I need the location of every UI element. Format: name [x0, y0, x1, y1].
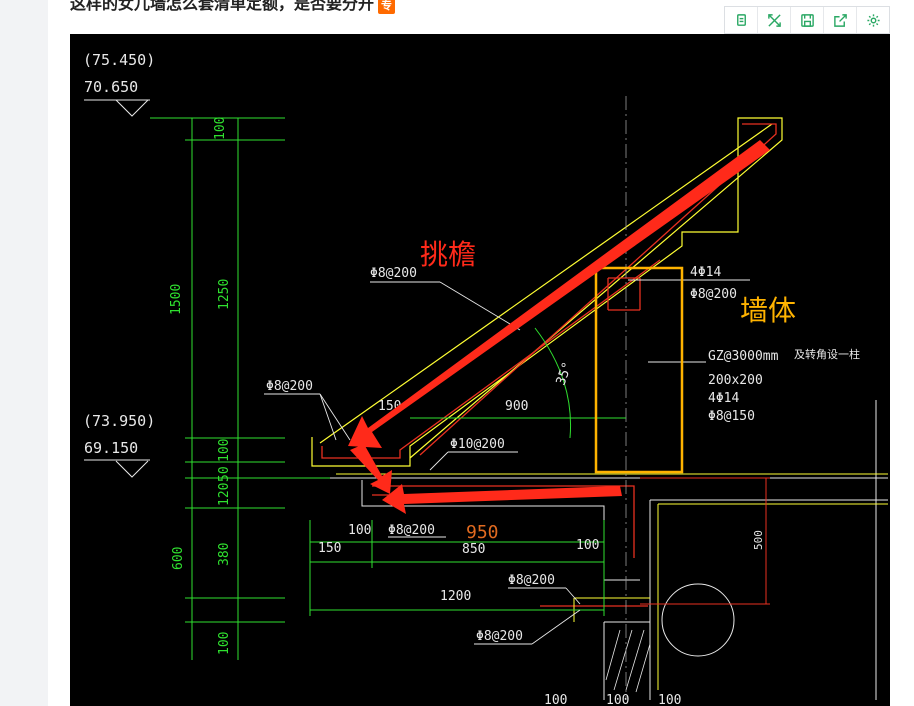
dim-bottom-1: 100 — [544, 693, 567, 706]
column-label-b: GZ@3000mm — [708, 349, 779, 364]
dim-100b: 100 — [576, 538, 599, 553]
share-icon — [833, 13, 847, 27]
dim-left-100b: 100 — [217, 439, 232, 462]
rebar-label-7: Φ8@200 — [690, 287, 737, 302]
column-label-d: 200x200 — [708, 373, 763, 388]
dim-left-100a: 100 — [213, 117, 228, 140]
copy-icon — [736, 13, 746, 26]
dim-500: 500 — [752, 530, 765, 550]
share-button[interactable] — [824, 7, 857, 33]
cad-drawing-svg: (75.450) 70.650 (73.950) 69.150 100 1500… — [83, 51, 888, 706]
annotation-wall: 墙体 — [740, 294, 796, 327]
dim-left-1500: 1500 — [169, 284, 184, 315]
column-label-f: Φ8@150 — [708, 409, 755, 424]
rebar-label-4: Φ8@200 — [388, 523, 435, 538]
dim-left-600: 600 — [171, 547, 186, 570]
dim-bottom-2: 100 — [606, 693, 629, 706]
elevation-mid: 69.150 — [84, 439, 138, 457]
wall-highlight-box — [594, 266, 684, 474]
save-icon — [800, 13, 814, 27]
fullscreen-icon — [767, 13, 781, 27]
dim-left-1250: 1250 — [217, 279, 232, 310]
settings-button[interactable] — [857, 7, 889, 33]
expert-badge: 专 — [378, 0, 396, 14]
dim-900: 900 — [505, 399, 528, 414]
dim-left-100c: 100 — [217, 632, 232, 655]
post-title-text: 这样的女儿墙怎么套清单定额，是否要分开 — [70, 0, 375, 13]
elevation-top-paren: (75.450) — [83, 51, 155, 69]
annotation-arrows — [348, 140, 770, 514]
post-title: 这样的女儿墙怎么套清单定额，是否要分开专 — [70, 0, 396, 14]
rebar-label-1: Φ8@200 — [370, 266, 417, 281]
dim-left-380: 380 — [217, 543, 232, 566]
cad-drawing-image[interactable]: (75.450) 70.650 (73.950) 69.150 100 1500… — [70, 34, 890, 706]
dim-1200: 1200 — [440, 589, 471, 604]
dim-850: 850 — [462, 542, 485, 557]
annotation-950: 950 — [466, 522, 499, 543]
elevation-mid-paren: (73.950) — [83, 412, 155, 430]
dim-100: 100 — [348, 523, 371, 538]
copy-button[interactable] — [725, 7, 758, 33]
dim-left-120: 120 — [217, 483, 232, 506]
dim-150: 150 — [318, 541, 341, 556]
dim-bottom-3: 100 — [658, 693, 681, 706]
fullscreen-button[interactable] — [758, 7, 791, 33]
save-button[interactable] — [791, 7, 824, 33]
rebar-label-3: Φ10@200 — [450, 437, 505, 452]
column-label-a: 4Φ14 — [690, 265, 721, 280]
dim-left-50: 50 — [217, 466, 232, 482]
column-label-c: 及转角设一柱 — [794, 347, 860, 361]
elevation-top: 70.650 — [84, 78, 138, 96]
settings-icon — [866, 13, 880, 27]
rebar-label-5: Φ8@200 — [508, 573, 555, 588]
column-label-e: 4Φ14 — [708, 391, 739, 406]
annotation-eave: 挑檐 — [420, 238, 476, 271]
left-rail — [0, 0, 48, 706]
rebar-label-2: Φ8@200 — [266, 379, 313, 394]
rebar-label-6: Φ8@200 — [476, 629, 523, 644]
image-toolbar — [724, 6, 890, 34]
